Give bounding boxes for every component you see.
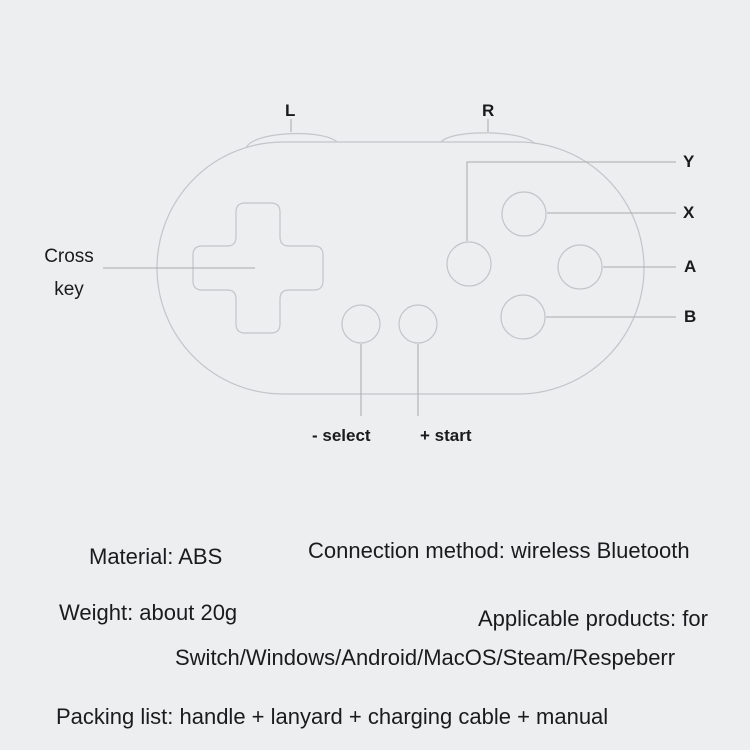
spec-applicable-products-line2: Switch/Windows/Android/MacOS/Steam/Respe…: [175, 645, 676, 670]
left-shoulder-bump: [245, 132, 338, 149]
spec-connection-method: Connection method: wireless Bluetooth: [308, 538, 690, 563]
y-callout-line: [466, 161, 676, 241]
label-button-b: B: [684, 307, 697, 326]
label-button-a: A: [684, 257, 697, 276]
dpad-outline: [192, 202, 324, 334]
spec-weight: Weight: about 20g: [59, 600, 238, 625]
button-a-outline: [557, 244, 603, 290]
label-cross-key-line1: Cross: [44, 246, 94, 267]
label-cross-key-line2: key: [54, 279, 84, 300]
label-button-y: Y: [683, 152, 695, 171]
right-shoulder-bump: [440, 132, 536, 145]
spec-material: Material: ABS: [89, 544, 223, 569]
start-button-outline: [398, 304, 438, 344]
label-select-button: - select: [312, 426, 371, 445]
label-shoulder-r: R: [482, 101, 495, 120]
spec-packing-list: Packing list: handle + lanyard + chargin…: [56, 704, 609, 729]
label-cross-key: Cross key: [36, 240, 102, 306]
label-shoulder-l: L: [285, 101, 296, 120]
label-button-x: X: [683, 203, 695, 222]
button-x-outline: [501, 191, 547, 237]
button-b-outline: [500, 294, 546, 340]
spec-applicable-products-line1: Applicable products: for: [478, 606, 708, 631]
select-button-outline: [341, 304, 381, 344]
button-y-outline: [446, 241, 492, 287]
label-start-button: + start: [420, 426, 472, 445]
